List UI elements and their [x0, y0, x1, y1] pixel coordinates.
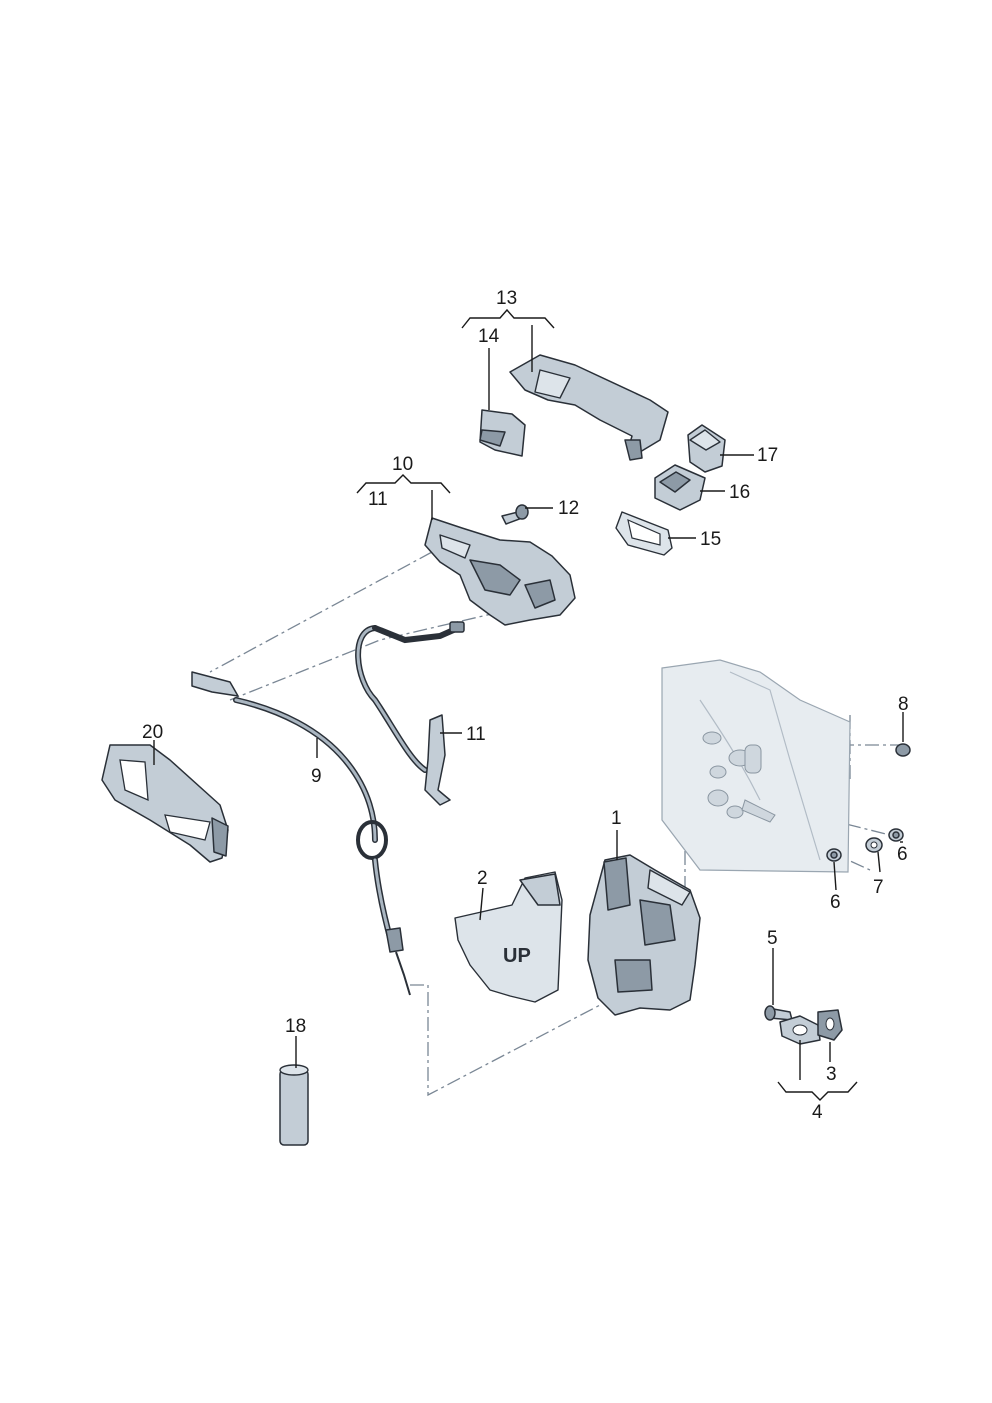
- clip-6b: [826, 848, 842, 862]
- callout-4: 4: [812, 1102, 823, 1123]
- callout-17: 17: [757, 445, 778, 466]
- callout-13: 13: [496, 288, 517, 309]
- nut-7: [865, 837, 883, 853]
- bracket-10: [356, 474, 451, 494]
- grommet-8: [895, 743, 911, 757]
- callout-10: 10: [392, 454, 413, 475]
- callout-3: 3: [826, 1064, 837, 1085]
- outer-door-handle: [509, 354, 669, 461]
- callout-7: 7: [873, 877, 884, 898]
- wiring-harness: [355, 621, 465, 806]
- callout-11-top: 11: [368, 489, 388, 510]
- callout-6-right: 6: [897, 844, 908, 865]
- bracket-13: [461, 308, 555, 329]
- lock-cylinder-housing: [654, 464, 706, 511]
- callout-15: 15: [700, 529, 721, 550]
- callout-18: 18: [285, 1016, 306, 1037]
- callout-6-left: 6: [830, 892, 841, 913]
- bracket-4: [777, 1081, 858, 1101]
- callout-5: 5: [767, 928, 778, 949]
- callout-11-harness: 11: [466, 724, 486, 745]
- striker-plate: [779, 1015, 821, 1045]
- callout-12: 12: [558, 498, 579, 519]
- bowden-cable: [191, 671, 411, 996]
- callout-20: 20: [142, 722, 163, 743]
- callout-2: 2: [477, 868, 488, 889]
- door-lock: [587, 854, 701, 1016]
- handle-seal: [615, 511, 673, 556]
- callout-1: 1: [611, 808, 622, 829]
- handle-carrier: [424, 517, 576, 626]
- lubricant-tube: [279, 1064, 309, 1146]
- callout-9: 9: [311, 766, 322, 787]
- screw-12: [501, 504, 529, 525]
- handle-bracket: [479, 409, 526, 457]
- callout-8: 8: [898, 694, 909, 715]
- up-marking: UP: [503, 945, 531, 967]
- callout-16: 16: [729, 482, 750, 503]
- leader-lines: [153, 325, 904, 1080]
- striker-shim: [817, 1009, 843, 1041]
- lock-cover: [454, 871, 563, 1003]
- door-inner-panel: [661, 659, 851, 873]
- handle-cap: [687, 424, 726, 473]
- inner-door-handle: [101, 744, 229, 863]
- clip-6a: [888, 828, 904, 842]
- callout-14: 14: [478, 326, 500, 347]
- callout-labels: 13 14 10 11 12 17 16 15 8 11 20 9 1 6 2 …: [142, 288, 909, 1123]
- striker-bolt: [764, 1005, 793, 1021]
